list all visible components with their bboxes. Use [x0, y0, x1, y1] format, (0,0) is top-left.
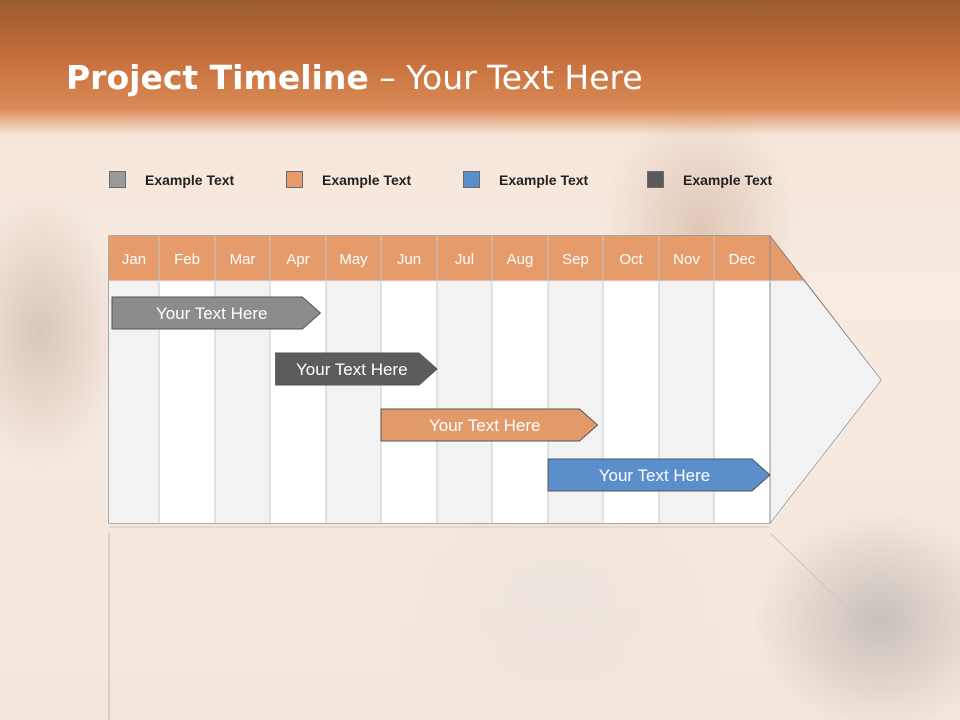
month-column — [326, 281, 381, 523]
month-label-apr: Apr — [286, 251, 309, 268]
month-label-nov: Nov — [673, 251, 700, 268]
timeline-bar-shape — [547, 458, 771, 492]
timeline-bar-label: Your Text Here — [599, 466, 711, 485]
month-label-jun: Jun — [397, 251, 421, 268]
timeline-bar-2: Your Text Here — [275, 352, 438, 386]
timeline-month-labels: Jan Feb Mar Apr May Jun Jul Aug Sep Oct Nov Dec — [122, 251, 756, 268]
month-label-feb: Feb — [174, 251, 200, 268]
timeline-bar-label: Your Text Here — [296, 360, 408, 379]
slide-title-separator: – — [368, 58, 407, 97]
month-label-aug: Aug — [507, 251, 534, 268]
timeline-bar-4: Your Text Here — [547, 458, 771, 492]
legend-swatch-3 — [463, 171, 480, 188]
arrow-tip-fill — [770, 281, 881, 523]
timeline-bar-shape — [380, 408, 599, 442]
timeline-reflection-edge — [769, 532, 881, 641]
legend-label-2: Example Text — [322, 172, 412, 188]
month-label-jan: Jan — [122, 251, 146, 268]
timeline-bar-shape — [111, 296, 322, 330]
timeline-bar-3: Your Text Here — [380, 408, 599, 442]
slide-title: Project Timeline – Your Text Here — [66, 58, 643, 97]
month-column — [381, 281, 437, 523]
month-label-jul: Jul — [455, 251, 474, 268]
legend-swatch-4 — [647, 171, 664, 188]
legend-swatch-2 — [286, 171, 303, 188]
legend-label-4: Example Text — [683, 172, 773, 188]
month-label-sep: Sep — [562, 251, 589, 268]
month-column — [437, 281, 492, 523]
legend-swatch-1 — [109, 171, 126, 188]
title-bar — [0, 0, 960, 135]
timeline-bar-label: Your Text Here — [156, 304, 268, 323]
legend-label-3: Example Text — [499, 172, 589, 188]
timeline-bar-1: Your Text Here — [111, 296, 322, 330]
timeline-bar-label: Your Text Here — [429, 416, 541, 435]
slide-title-bold: Project Timeline — [66, 58, 369, 97]
legend-label-1: Example Text — [145, 172, 235, 188]
slide-title-rest: Your Text Here — [406, 58, 643, 97]
timeline-bar-shape — [275, 352, 438, 386]
month-label-may: May — [339, 251, 368, 268]
month-label-oct: Oct — [619, 251, 643, 268]
timeline-columns — [109, 281, 881, 523]
month-label-dec: Dec — [729, 251, 756, 268]
month-column — [492, 281, 548, 523]
timeline-header-strip — [109, 236, 804, 281]
month-label-mar: Mar — [230, 251, 256, 268]
